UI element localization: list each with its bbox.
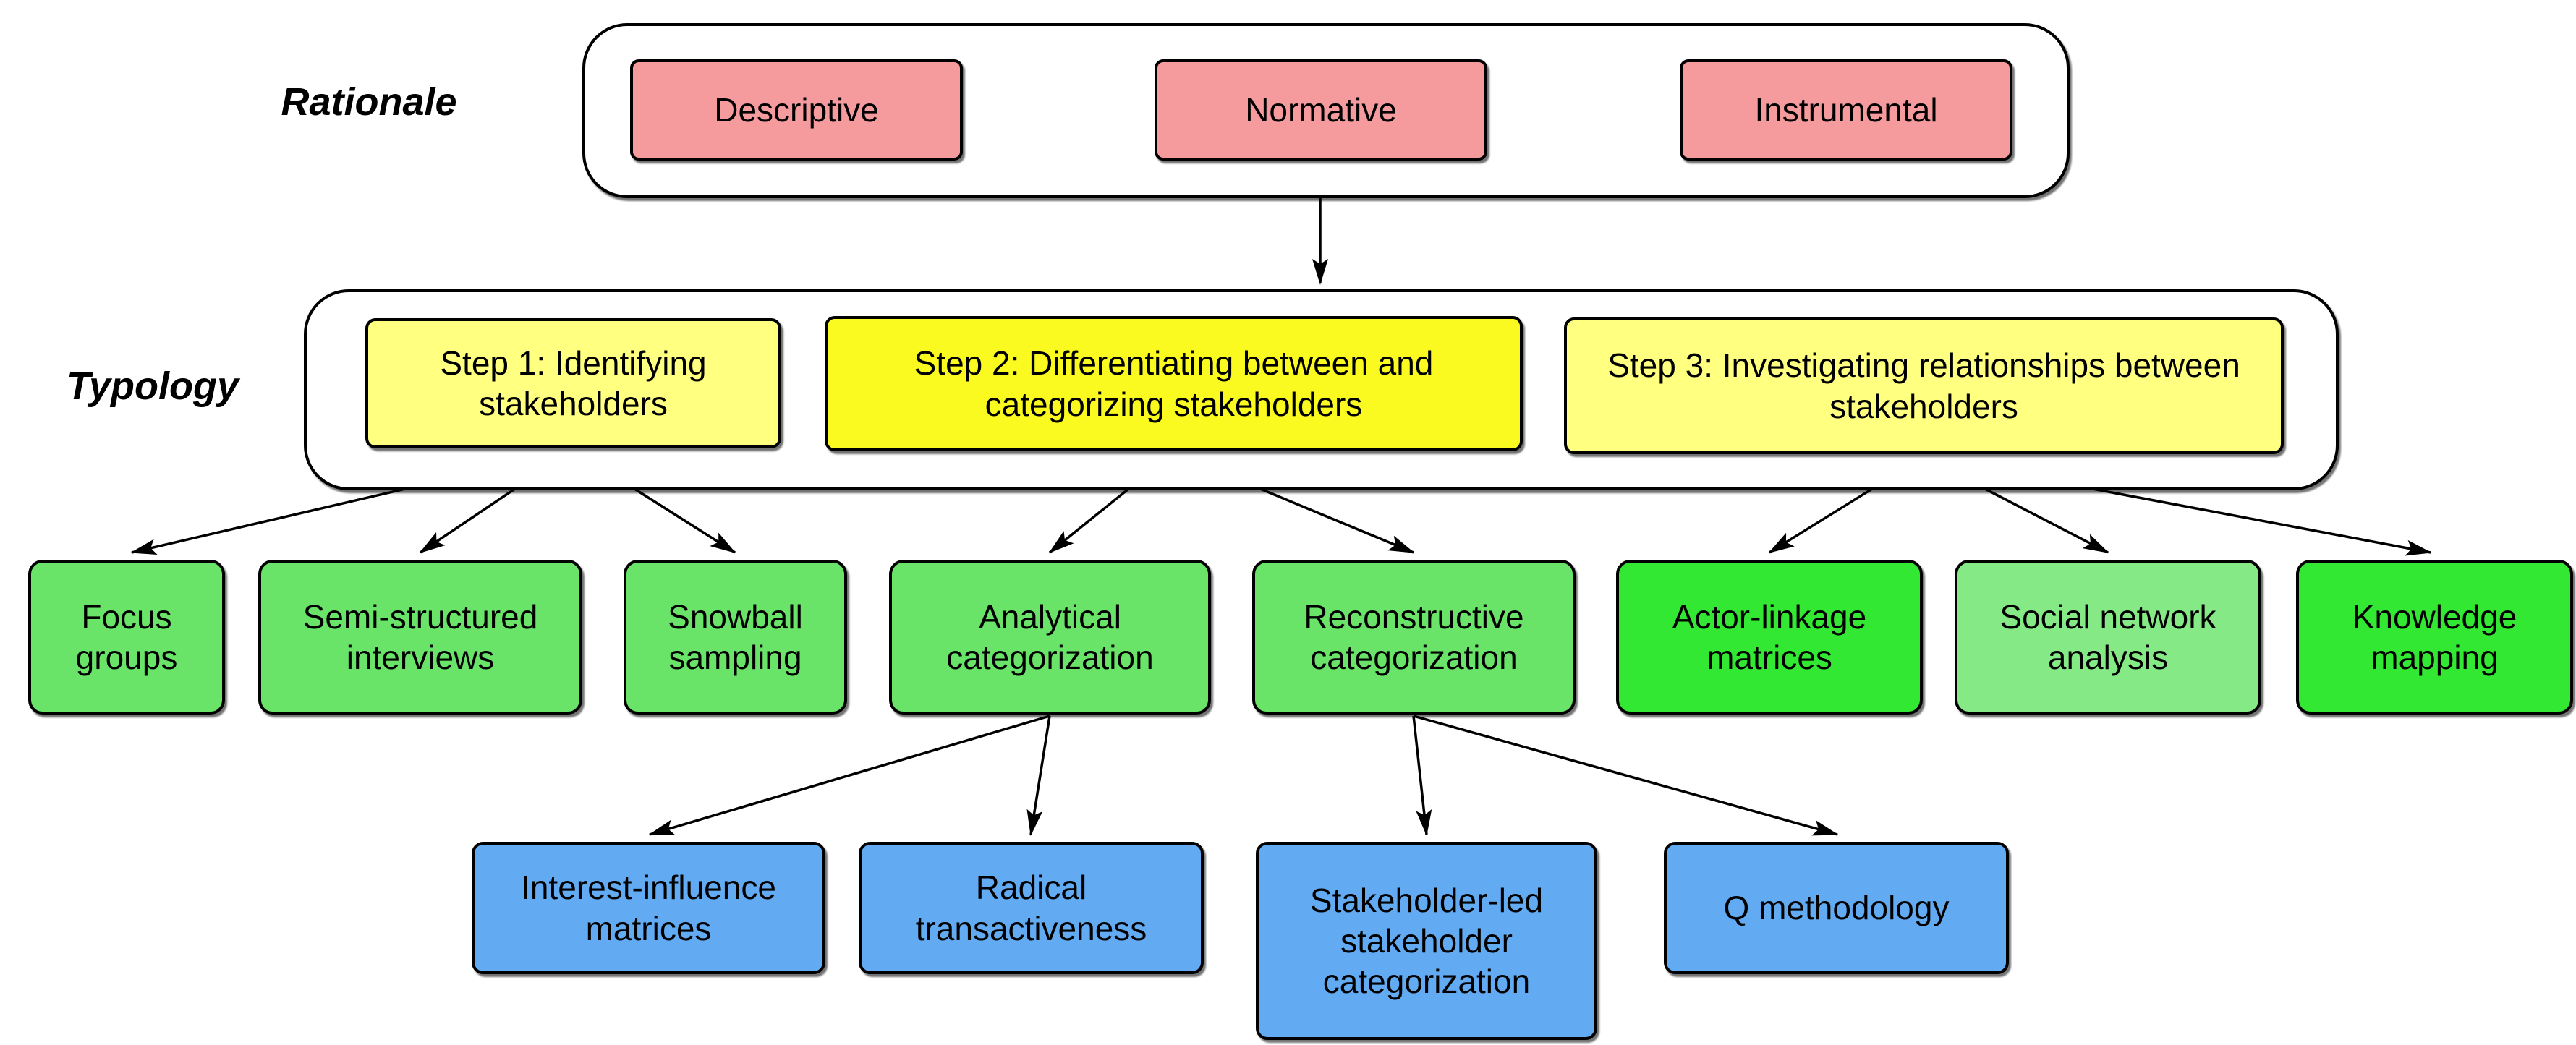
submethod-box-interest-influence-matrices: Interest-influence matrices	[472, 842, 825, 974]
rationale-row-label: Rationale	[281, 80, 457, 124]
typology-box-step2: Step 2: Differentiating between and cate…	[825, 316, 1523, 451]
method-box-reconstructive-categorization: Reconstructive categorization	[1252, 560, 1576, 715]
method-box-reconstructive-categorization-label: Reconstructive categorization	[1304, 597, 1524, 676]
rationale-box-normative-label: Normative	[1245, 90, 1397, 129]
method-box-semi-structured-interviews-label: Semi-structured interviews	[302, 597, 538, 676]
submethod-box-stakeholder-led-categorization: Stakeholder-led stakeholder categorizati…	[1256, 842, 1597, 1040]
method-box-semi-structured-interviews: Semi-structured interviews	[258, 560, 582, 715]
method-box-analytical-categorization: Analytical categorization	[889, 560, 1211, 715]
typology-box-step1: Step 1: Identifying stakeholders	[365, 318, 781, 448]
method-box-analytical-categorization-label: Analytical categorization	[946, 597, 1154, 676]
method-box-social-network-analysis-label: Social network analysis	[1999, 597, 2216, 676]
rationale-box-normative: Normative	[1155, 59, 1487, 161]
typology-box-step1-label: Step 1: Identifying stakeholders	[440, 344, 707, 422]
method-box-snowball-sampling: Snowball sampling	[624, 560, 847, 715]
method-box-focus-groups: Focus groups	[28, 560, 225, 715]
method-box-snowball-sampling-label: Snowball sampling	[668, 597, 803, 676]
rationale-box-descriptive: Descriptive	[630, 59, 963, 161]
method-box-knowledge-mapping: Knowledge mapping	[2296, 560, 2573, 715]
method-box-actor-linkage-matrices: Actor-linkage matrices	[1616, 560, 1923, 715]
rationale-box-descriptive-label: Descriptive	[714, 90, 879, 129]
submethod-box-radical-transactiveness-label: Radical transactiveness	[915, 869, 1147, 947]
submethod-box-q-methodology-label: Q methodology	[1723, 889, 1950, 927]
method-box-actor-linkage-matrices-label: Actor-linkage matrices	[1672, 597, 1867, 676]
rationale-box-instrumental: Instrumental	[1680, 59, 2012, 161]
typology-row-label: Typology	[67, 364, 239, 408]
submethod-box-q-methodology: Q methodology	[1664, 842, 2009, 974]
rationale-box-instrumental-label: Instrumental	[1754, 90, 1938, 129]
method-box-social-network-analysis: Social network analysis	[1955, 560, 2261, 715]
typology-box-step3-label: Step 3: Investigating relationships betw…	[1607, 346, 2240, 425]
method-box-focus-groups-label: Focus groups	[75, 597, 178, 676]
submethod-box-interest-influence-matrices-label: Interest-influence matrices	[521, 869, 776, 947]
submethod-box-stakeholder-led-categorization-label: Stakeholder-led stakeholder categorizati…	[1309, 881, 1544, 1001]
typology-box-step3: Step 3: Investigating relationships betw…	[1564, 317, 2284, 454]
submethod-box-radical-transactiveness: Radical transactiveness	[859, 842, 1204, 974]
method-box-knowledge-mapping-label: Knowledge mapping	[2352, 597, 2517, 676]
typology-box-step2-label: Step 2: Differentiating between and cate…	[914, 344, 1434, 423]
